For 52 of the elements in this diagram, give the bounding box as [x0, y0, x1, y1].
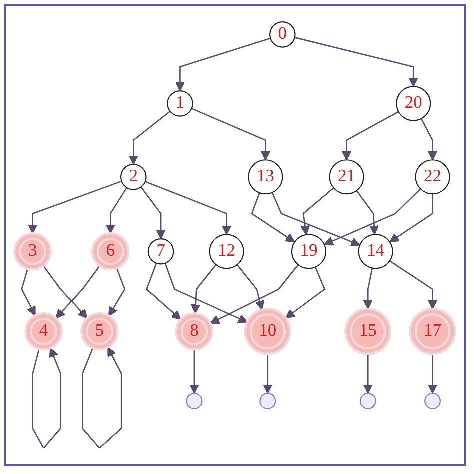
arrow [263, 354, 273, 394]
arrow [251, 192, 296, 243]
arrow [108, 268, 126, 317]
node-circle [409, 308, 456, 356]
arrow [43, 266, 88, 319]
node-circle [344, 308, 392, 356]
arrow [390, 194, 434, 243]
arrow [145, 181, 232, 236]
arrow [210, 264, 299, 324]
arrow [300, 188, 334, 236]
arrow [28, 180, 122, 234]
node-circle [148, 238, 174, 265]
node-circle [120, 164, 147, 190]
arrow [294, 37, 418, 88]
arrow [128, 111, 171, 165]
node-circle [396, 86, 432, 122]
arrow [272, 192, 360, 247]
node-circle [415, 160, 450, 195]
arrow [190, 350, 200, 394]
arrow [192, 108, 270, 161]
arrow [106, 187, 128, 234]
node-circle [167, 90, 194, 117]
arrow [390, 260, 438, 310]
arrow [191, 264, 217, 314]
arrow [363, 268, 374, 310]
node-circle [329, 160, 364, 195]
arrow [285, 267, 326, 319]
arrow [420, 118, 438, 161]
node-circle [291, 234, 326, 270]
node-circle [244, 308, 292, 356]
node-circle [80, 312, 119, 351]
node-circle [14, 232, 52, 271]
node-circle [248, 160, 284, 195]
arrow [342, 111, 400, 161]
arrow [140, 186, 166, 240]
arrow [56, 266, 100, 319]
node-circle [24, 312, 63, 351]
arrow [356, 190, 380, 236]
arrow [146, 263, 182, 320]
arrow [164, 263, 248, 324]
node-circle [358, 234, 394, 270]
arrow [236, 264, 265, 310]
arrow [175, 38, 271, 92]
arrow [363, 354, 373, 394]
node-circle [270, 22, 296, 48]
node-circle [209, 234, 244, 270]
arrow [428, 354, 438, 394]
node-circle [91, 232, 130, 271]
arrow [324, 188, 422, 246]
node-circle [175, 312, 214, 351]
arrow [21, 268, 36, 316]
diagram-frame: 0 1 20 2 13 21 22 3 6 7 12 19 14 4 5 8 10 15 17 [4, 4, 466, 466]
